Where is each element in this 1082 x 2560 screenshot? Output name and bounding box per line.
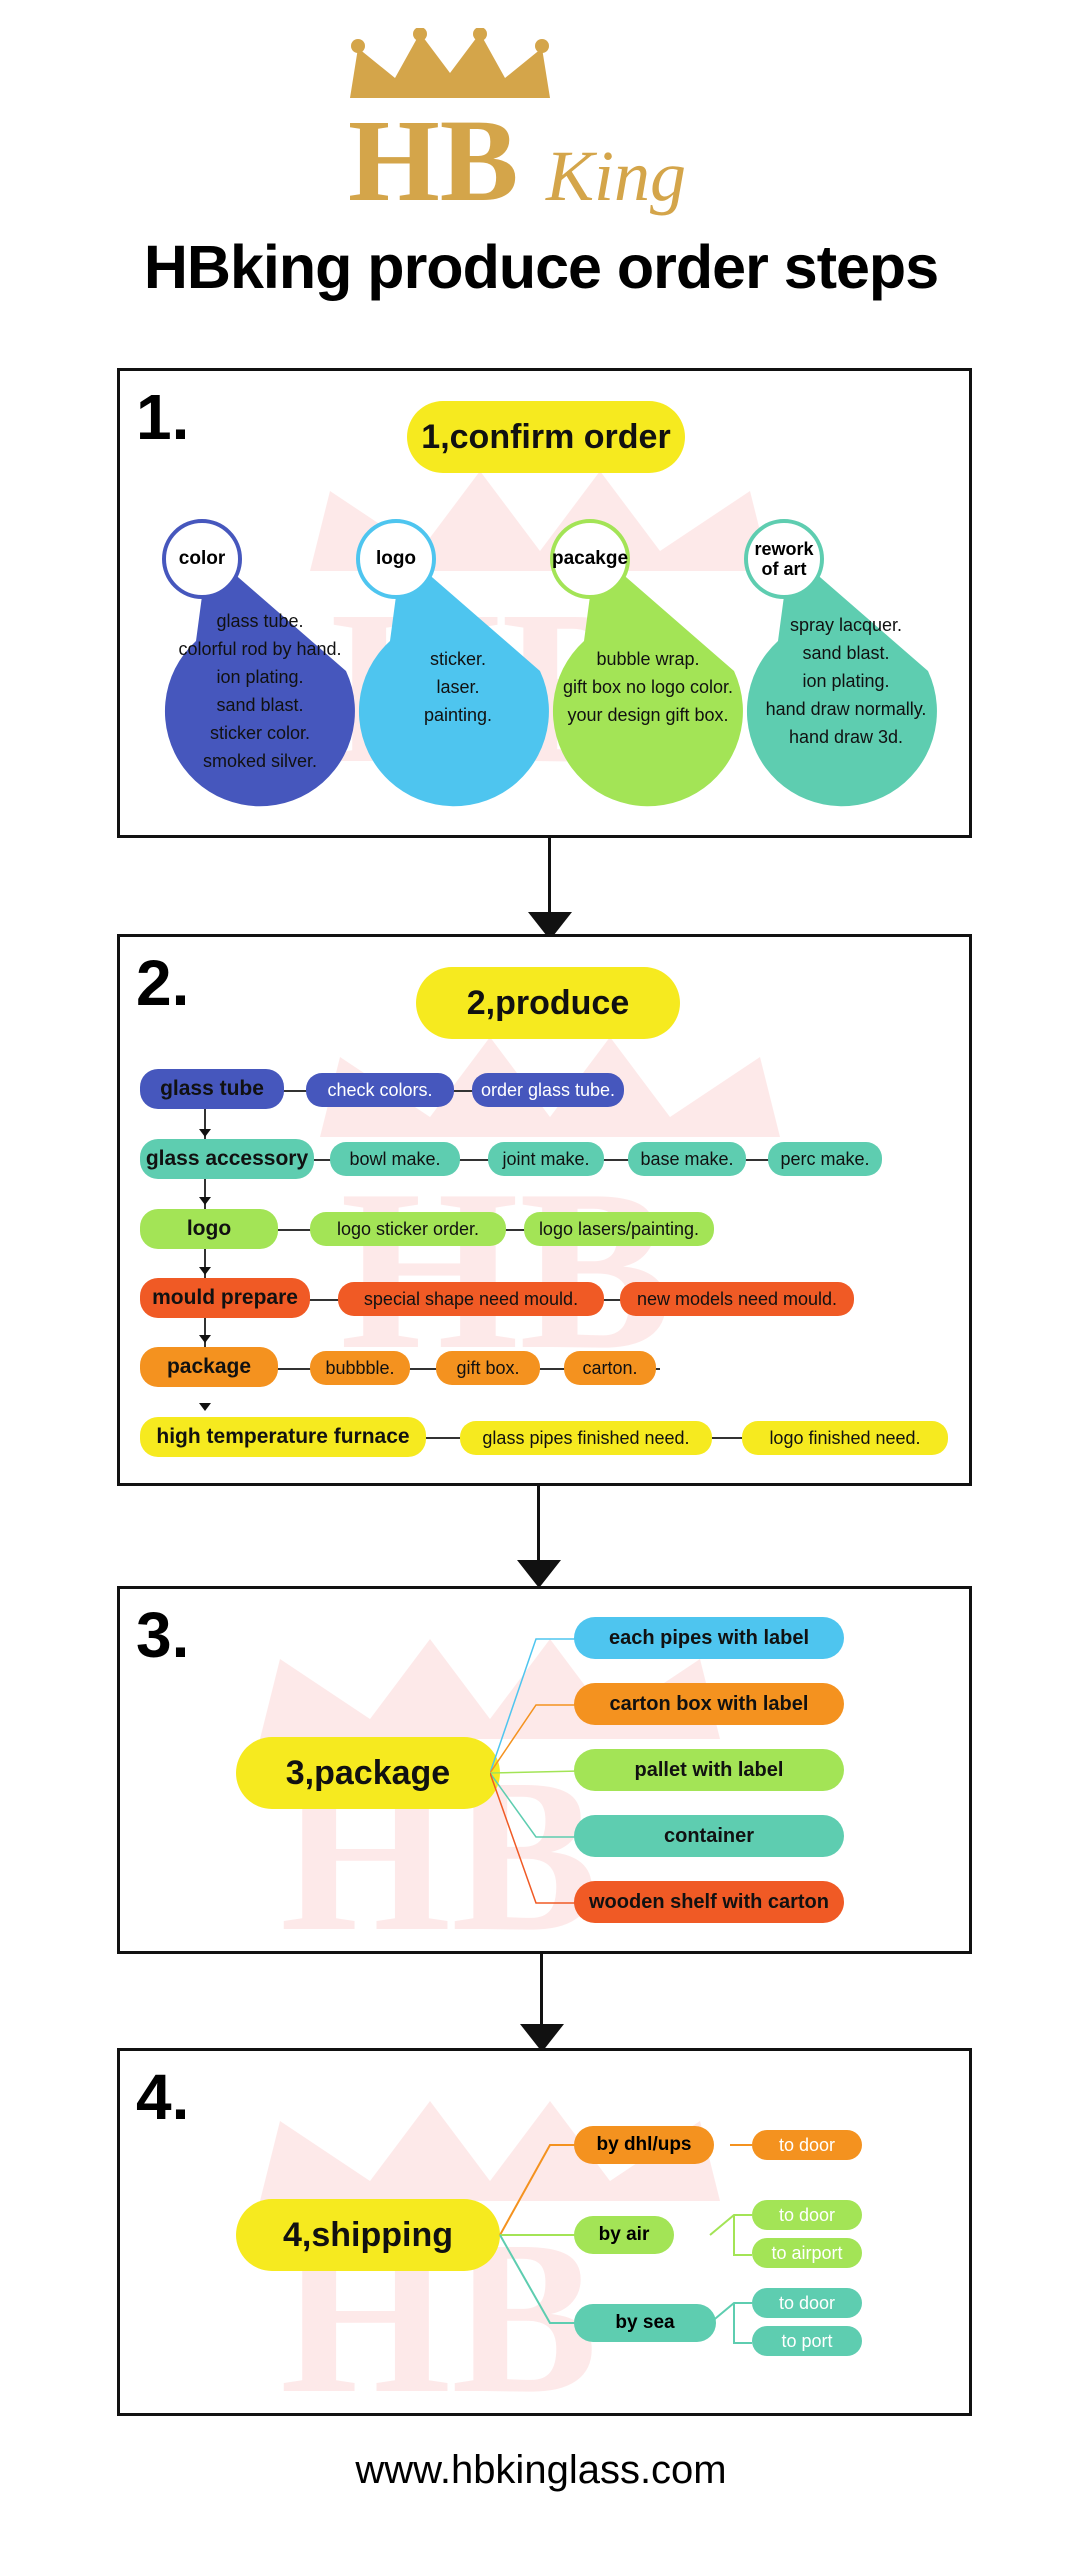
row-item: logo lasers/painting. [524, 1212, 714, 1246]
drop-text-color: glass tube.colorful rod by hand.ion plat… [178, 611, 342, 771]
row-item: glass pipes finished need. [460, 1421, 712, 1455]
drop-logo [358, 551, 549, 807]
connector-2-3 [537, 1486, 540, 1562]
drop-label-package: pacakge [550, 519, 630, 599]
row-main-glass-tube: glass tube [140, 1069, 284, 1109]
arrow-down-icon [199, 1267, 211, 1275]
shipping-dest: to door [752, 2288, 862, 2318]
shipping-dest: to door [752, 2200, 862, 2230]
row-item: special shape need mould. [338, 1282, 604, 1316]
package-option: pallet with label [574, 1749, 844, 1791]
shipping-lines [499, 2144, 752, 2344]
row-main-furnace: high temperature furnace [140, 1417, 426, 1457]
svg-text:King: King [545, 136, 686, 216]
drop-text-logo: sticker.laser.painting. [423, 649, 493, 725]
row-item: carton. [564, 1351, 656, 1385]
step-3-panel: 3. HB 3,package each pipes with label ca… [117, 1586, 972, 1954]
shipping-method: by sea [574, 2304, 716, 2342]
row-item: logo sticker order. [310, 1212, 506, 1246]
shipping-dest: to port [752, 2326, 862, 2356]
row-item: bubbble. [310, 1351, 410, 1385]
row-main-glass-accessory: glass accessory [140, 1139, 314, 1179]
connector-3-4 [540, 1954, 543, 2026]
arrow-down-icon [520, 2024, 564, 2052]
step-heading: 2,produce [416, 967, 680, 1039]
row-main-mould-prepare: mould prepare [140, 1278, 310, 1318]
row-item: order glass tube. [472, 1073, 624, 1107]
page-title: HBking produce order steps [143, 233, 939, 301]
website-url[interactable]: www.hbkinglass.com [355, 2448, 727, 2492]
arrow-down-icon [199, 1403, 211, 1411]
step-heading: 3,package [236, 1737, 500, 1809]
shipping-dest: to door [752, 2130, 862, 2160]
drop-shapes [164, 551, 937, 807]
branch-lines [490, 1638, 581, 1904]
drop-text-rework: spray lacquer.sand blast.ion plating.han… [765, 615, 927, 747]
row-item: new models need mould. [620, 1282, 854, 1316]
step-heading: 4,shipping [236, 2199, 500, 2271]
row-main-package: package [140, 1347, 278, 1387]
drop-text-package: bubble wrap.gift box no logo color.your … [562, 649, 734, 725]
step-number: 4. [136, 2061, 190, 2133]
shipping-method: by air [574, 2216, 674, 2254]
drop-color [164, 551, 355, 807]
row-item: joint make. [488, 1142, 604, 1176]
package-option: wooden shelf with carton [574, 1881, 844, 1923]
package-option: carton box with label [574, 1683, 844, 1725]
step-number: 2. [136, 947, 190, 1019]
package-option: container [574, 1815, 844, 1857]
arrow-down-icon [199, 1335, 211, 1343]
svg-text:HB: HB [348, 100, 519, 220]
row-item: base make. [628, 1142, 746, 1176]
step-2-panel: 2. HB 2,produce glass tube check colors.… [117, 934, 972, 1486]
step-1-panel: 1. HB 1,confirm order color logo pacakge… [117, 368, 972, 838]
drop-label-rework: rework of art [744, 519, 824, 599]
row-item: gift box. [436, 1351, 540, 1385]
shipping-method: by dhl/ups [574, 2126, 714, 2164]
step-number: 3. [136, 1599, 190, 1671]
row-item: bowl make. [330, 1142, 460, 1176]
drop-package [552, 551, 743, 807]
arrow-down-icon [517, 1560, 561, 1588]
drop-label-logo: logo [356, 519, 436, 599]
connector-1-2 [548, 838, 551, 918]
package-option: each pipes with label [574, 1617, 844, 1659]
arrow-down-icon [199, 1197, 211, 1205]
drop-rework [746, 551, 937, 807]
step-number: 1. [136, 381, 190, 453]
step-heading: 1,confirm order [407, 401, 685, 473]
shipping-dest: to airport [752, 2238, 862, 2268]
row-item: check colors. [306, 1073, 454, 1107]
step-4-panel: 4. HB 4,shipping by dhl/ups to door by a… [117, 2048, 972, 2416]
row-main-logo: logo [140, 1209, 278, 1249]
brand-logo: HB King [348, 100, 686, 220]
row-item: perc make. [768, 1142, 882, 1176]
drop-label-color: color [162, 519, 242, 599]
row-item: logo finished need. [742, 1421, 948, 1455]
arrow-down-icon [199, 1129, 211, 1137]
crown-logo [350, 28, 550, 98]
